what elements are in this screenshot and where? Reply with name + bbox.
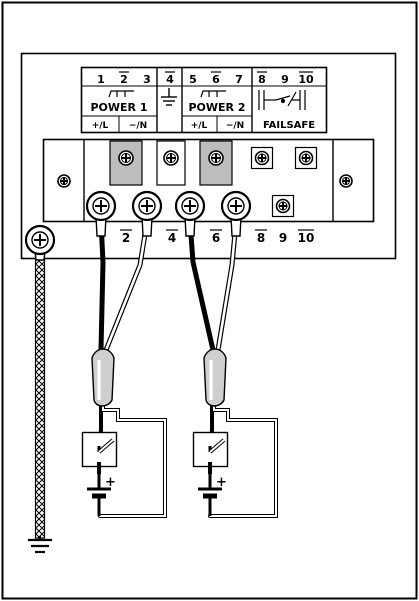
label-panel: 1 2 3 4 5 6 7 8 9 10 POWER 1 POWER 2 +/L… — [82, 68, 327, 133]
bottom-terminal-4: 4 — [168, 231, 176, 245]
battery-plus-1: + — [105, 475, 116, 490]
power-1-l-label: +/L — [92, 121, 109, 131]
terminal-number-8: 8 — [258, 73, 266, 86]
power-2-label: POWER 2 — [188, 101, 245, 114]
power-2-n-label: −/N — [226, 121, 244, 131]
terminal-number-5: 5 — [189, 73, 197, 86]
bottom-terminal-8: 8 — [257, 231, 265, 245]
cable-jacket-2 — [204, 349, 226, 406]
screw-terminal-icon — [273, 196, 294, 217]
failsafe-label: FAILSAFE — [263, 120, 315, 131]
bottom-terminal-10: 10 — [298, 231, 315, 245]
bottom-terminal-2: 2 — [122, 231, 130, 245]
power-1-label: POWER 1 — [90, 101, 147, 114]
terminal-number-6: 6 — [212, 73, 220, 86]
screw-terminal-icon — [58, 175, 70, 187]
bottom-terminal-9: 9 — [279, 231, 287, 245]
screw-terminal-icon — [164, 151, 178, 165]
ground-braid-wire — [36, 252, 45, 538]
terminal-number-9: 9 — [281, 73, 289, 86]
battery-plus-2: + — [216, 475, 227, 490]
power-1-n-label: −/N — [129, 121, 147, 131]
screw-terminal-icon — [340, 175, 352, 187]
terminal-number-7: 7 — [235, 73, 243, 86]
screw-terminal-icon — [252, 148, 273, 169]
screw-terminal-icon — [119, 151, 133, 165]
bottom-terminal-6: 6 — [212, 231, 220, 245]
power-2-l-label: +/L — [191, 121, 208, 131]
terminal-number-1: 1 — [97, 73, 105, 86]
terminal-number-4: 4 — [166, 73, 174, 86]
terminal-number-3: 3 — [143, 73, 151, 86]
screw-terminal-icon — [296, 148, 317, 169]
cable-jacket-1 — [92, 349, 114, 406]
terminal-number-10: 10 — [298, 73, 314, 86]
terminal-number-2: 2 — [120, 73, 128, 86]
screw-terminal-icon — [209, 151, 223, 165]
